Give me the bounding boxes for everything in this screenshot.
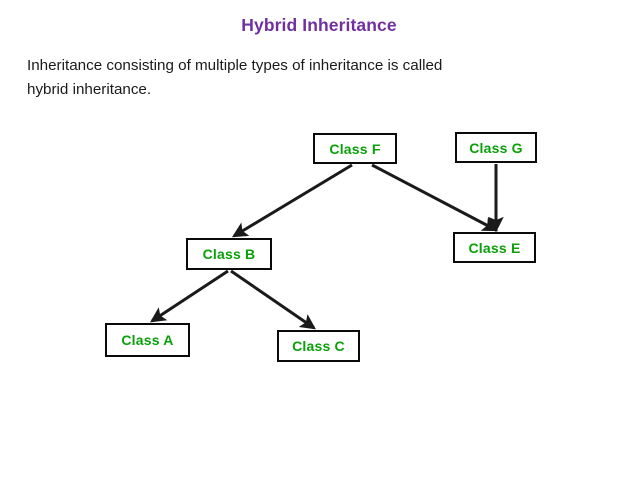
class-node-g-label: Class G: [469, 139, 523, 156]
class-node-f-label: Class F: [329, 140, 381, 157]
class-node-b[interactable]: Class B: [186, 238, 272, 270]
class-node-c[interactable]: Class C: [277, 330, 360, 362]
class-node-c-label: Class C: [292, 338, 345, 354]
class-node-e-label: Class E: [468, 239, 521, 256]
edge-f-to-b: [231, 163, 353, 238]
edge-b-to-c: [230, 269, 316, 330]
class-node-f[interactable]: Class F: [313, 133, 397, 164]
class-node-g[interactable]: Class G: [455, 132, 537, 163]
description-line-1: Inheritance consisting of multiple types…: [27, 57, 443, 74]
edge-b-to-a: [149, 269, 229, 323]
class-node-a[interactable]: Class A: [105, 323, 190, 357]
class-node-b-label: Class B: [202, 246, 256, 262]
class-node-e[interactable]: Class E: [453, 232, 536, 263]
description-line-2: hybrid inheritance.: [27, 81, 152, 98]
edge-f-to-e: [371, 163, 499, 232]
page-title: Hybrid Inheritance: [241, 15, 397, 35]
class-node-a-label: Class A: [121, 332, 174, 348]
description-paragraph: Inheritance consisting of multiple types…: [27, 54, 611, 102]
